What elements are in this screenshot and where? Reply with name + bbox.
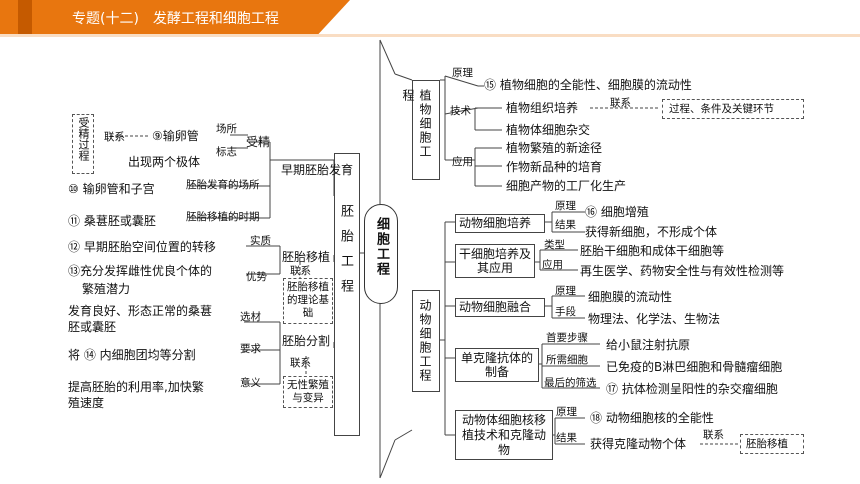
plant-tissue-link: 联系 xyxy=(610,97,631,109)
mab-first-label: 首要步骤 xyxy=(546,332,588,344)
nuclear-link-box: 胚胎移植 xyxy=(740,434,804,454)
meaning-value-2: 殖速度 xyxy=(68,396,105,410)
material-value-1: 发育良好、形态正常的桑葚 xyxy=(68,304,213,318)
header-divider xyxy=(0,34,860,37)
animal-fusion: 动物细胞融合 xyxy=(459,300,532,314)
meaning-value-1: 提高胚胎的利用率,加快繁 xyxy=(68,380,204,394)
stem-app-value: 再生医学、药物安全性与有效性检测等 xyxy=(580,264,785,278)
dev-place-label: 胚胎发育的场所 xyxy=(186,179,260,191)
embryo-title-box: 胚胎工程 xyxy=(334,153,360,436)
fusion-means-label: 手段 xyxy=(555,306,576,318)
fert-link: 联系 xyxy=(104,131,125,143)
culture-result-label: 结果 xyxy=(555,219,576,231)
animal-mab: 单克隆抗体的制备 xyxy=(461,351,534,379)
nuclear-principle-label: 原理 xyxy=(556,406,577,418)
essence-label: 实质 xyxy=(250,235,271,247)
mab-first-value: 给小鼠注射抗原 xyxy=(606,338,691,352)
fusion-principle-label: 原理 xyxy=(555,285,576,297)
animal-nuclear: 动物体细胞核移植技术和克隆动物 xyxy=(461,413,546,457)
plant-title: 植物细胞工程 xyxy=(401,89,432,159)
fertilization-label: 受精 xyxy=(246,135,271,149)
advantage-value-2: 繁殖潜力 xyxy=(82,282,131,296)
plant-principle-value: ⑮ 植物细胞的全能性、细胞膜的流动性 xyxy=(484,78,692,92)
center-node: 细胞工程 xyxy=(364,204,398,304)
requirement-value: 将 ⑭ 内细胞团均等分割 xyxy=(68,348,196,362)
mab-last-label: 最后的筛选 xyxy=(544,377,597,389)
split-link: 联系 xyxy=(290,357,311,369)
fert-box: 受精过程 xyxy=(72,114,94,174)
embryo-title: 胚胎工程 xyxy=(338,204,353,304)
plant-app-2: 作物新品种的培育 xyxy=(506,160,603,174)
mab-last-value: ⑰ 抗体检测呈阳性的杂交瘤细胞 xyxy=(606,382,778,396)
animal-stem: 干细胞培养及其应用 xyxy=(459,247,532,275)
plant-app-1: 植物繁殖的新途径 xyxy=(506,141,603,155)
plant-app-label: 应用 xyxy=(452,156,473,168)
transfer-link-box-text: 胚胎移植的理论基础 xyxy=(287,281,329,319)
fert-sign-value: 出现两个极体 xyxy=(128,155,201,169)
transfer-link-box: 胚胎移植的理论基础 xyxy=(283,278,333,324)
material-label: 选材 xyxy=(240,311,261,323)
transfer-link: 联系 xyxy=(290,265,311,277)
header-tab xyxy=(18,0,32,34)
plant-principle-label: 原理 xyxy=(452,67,473,79)
split-link-box-text: 无性繁殖与变异 xyxy=(287,379,329,404)
animal-culture-box: 动物细胞培养 xyxy=(455,214,545,233)
plant-tissue-culture: 植物组织培养 xyxy=(506,101,579,115)
center-label: 细胞工程 xyxy=(374,217,389,277)
page-title: 专题(十二) 发酵工程和细胞工程 xyxy=(72,11,279,27)
advantage-label: 优势 xyxy=(246,271,267,283)
stem-type-label: 类型 xyxy=(544,239,565,251)
plant-tissue-box-text: 过程、条件及关键环节 xyxy=(669,103,774,115)
animal-fusion-box: 动物细胞融合 xyxy=(455,298,545,317)
animal-nuclear-box: 动物体细胞核移植技术和克隆动物 xyxy=(455,410,553,460)
plant-tissue-box: 过程、条件及关键环节 xyxy=(662,99,804,119)
fusion-means-value: 物理法、化学法、生物法 xyxy=(588,312,721,326)
transfer-time-label: 胚胎移植的时期 xyxy=(186,211,260,223)
split-link-box: 无性繁殖与变异 xyxy=(283,376,333,408)
transfer-label: 胚胎移植 xyxy=(282,250,331,264)
fert-place-label: 场所 xyxy=(216,123,237,135)
fert-sign-label: 标志 xyxy=(216,146,237,158)
culture-principle-value: ⑯ 细胞增殖 xyxy=(585,205,649,219)
header-bar xyxy=(0,0,350,34)
material-value-2: 胚或囊胚 xyxy=(68,320,117,334)
essence-value: ⑫ 早期胚胎空间位置的转移 xyxy=(68,240,216,254)
nuclear-result-label: 结果 xyxy=(556,432,577,444)
fusion-principle-value: 细胞膜的流动性 xyxy=(588,290,673,304)
animal-mab-box: 单克隆抗体的制备 xyxy=(455,348,539,382)
animal-culture: 动物细胞培养 xyxy=(459,216,532,230)
dev-place-value: ⑩ 输卵管和子宫 xyxy=(68,182,155,196)
early-dev-label: 早期胚胎发育 xyxy=(281,163,354,177)
split-label: 胚胎分割 xyxy=(282,334,331,348)
culture-result-value: 获得新细胞，不形成个体 xyxy=(585,225,718,239)
stem-app-label: 应用 xyxy=(542,259,563,271)
plant-app-3: 细胞产物的工厂化生产 xyxy=(506,179,627,193)
transfer-time-value: ⑪ 桑葚胚或囊胚 xyxy=(68,214,156,228)
fert-place-value: ⑨输卵管 xyxy=(152,129,199,143)
plant-title-box: 植物细胞工程 xyxy=(401,80,440,180)
nuclear-link-box-text: 胚胎移植 xyxy=(746,438,788,450)
stem-type-value: 胚胎干细胞和成体干细胞等 xyxy=(580,244,725,258)
advantage-value-1: ⑬充分发挥雌性优良个体的 xyxy=(68,264,213,278)
nuclear-link: 联系 xyxy=(703,429,724,441)
mab-cells-value: 已免疫的B淋巴细胞和骨髓瘤细胞 xyxy=(606,360,783,374)
header-band: 专题(十二) 发酵工程和细胞工程 xyxy=(0,0,860,37)
plant-somatic-hybrid: 植物体细胞杂交 xyxy=(506,123,591,137)
animal-stem-box: 干细胞培养及其应用 xyxy=(455,244,535,278)
animal-title-box: 动物细胞工程 xyxy=(412,290,440,392)
nuclear-principle-value: ⑱ 动物细胞核的全能性 xyxy=(590,411,714,425)
plant-tech-label: 技术 xyxy=(450,105,471,117)
requirement-label: 要求 xyxy=(240,343,261,355)
animal-title: 动物细胞工程 xyxy=(418,299,432,383)
nuclear-result-value: 获得克隆动物个体 xyxy=(590,437,687,451)
culture-principle-label: 原理 xyxy=(555,200,576,212)
meaning-label: 意义 xyxy=(240,377,261,389)
mab-cells-label: 所需细胞 xyxy=(546,354,588,366)
fert-box-text: 受精过程 xyxy=(77,117,90,161)
